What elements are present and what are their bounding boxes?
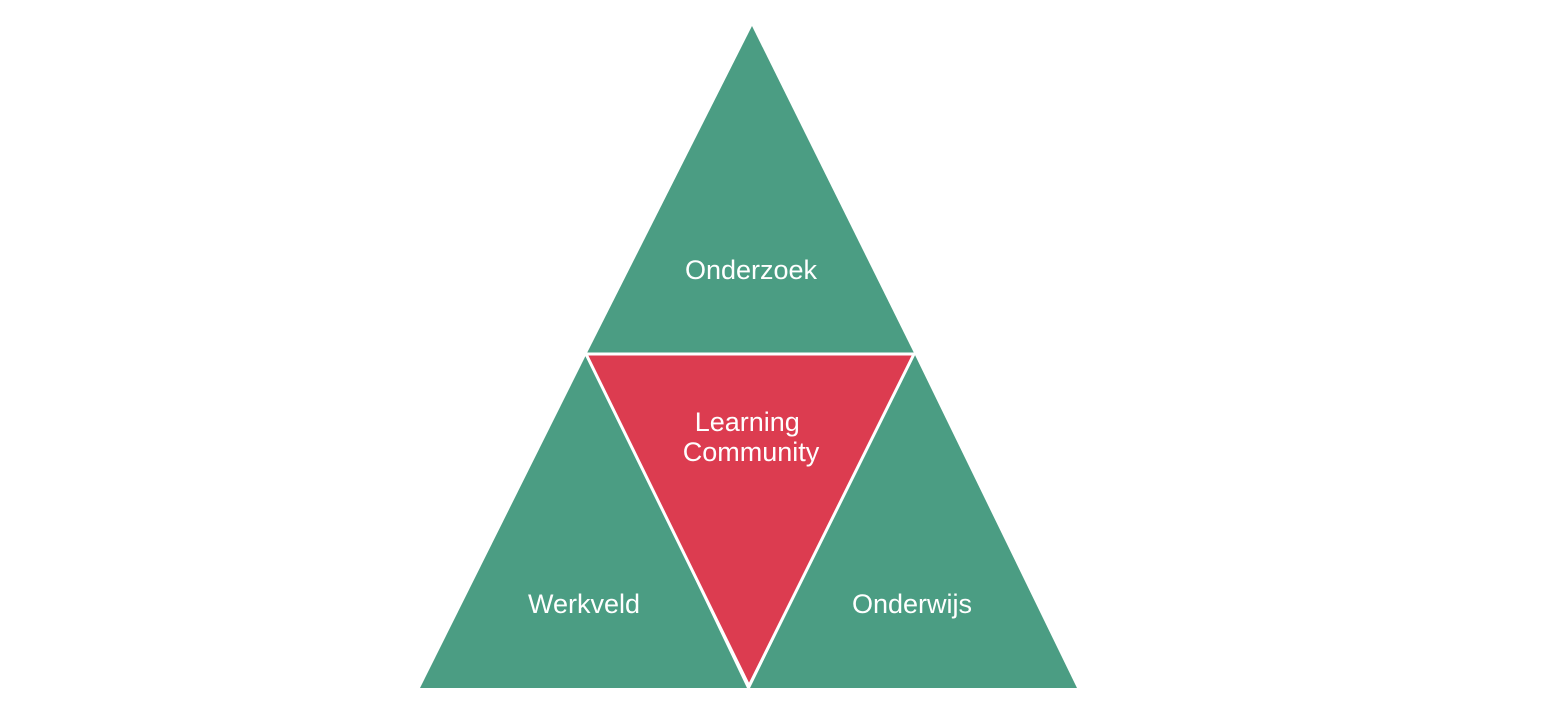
triangle-bottom-right <box>750 353 1077 688</box>
label-bottom-left: Werkveld <box>528 589 640 619</box>
label-top: Onderzoek <box>685 255 818 285</box>
triangle-bottom-left <box>420 353 747 688</box>
triangle-top <box>587 26 914 353</box>
label-center-line2: Community <box>683 437 820 467</box>
label-bottom-right: Onderwijs <box>852 589 972 619</box>
triangle-center <box>583 352 917 690</box>
label-center-line1: Learning <box>695 407 800 437</box>
label-center: Learning Community <box>683 407 820 467</box>
